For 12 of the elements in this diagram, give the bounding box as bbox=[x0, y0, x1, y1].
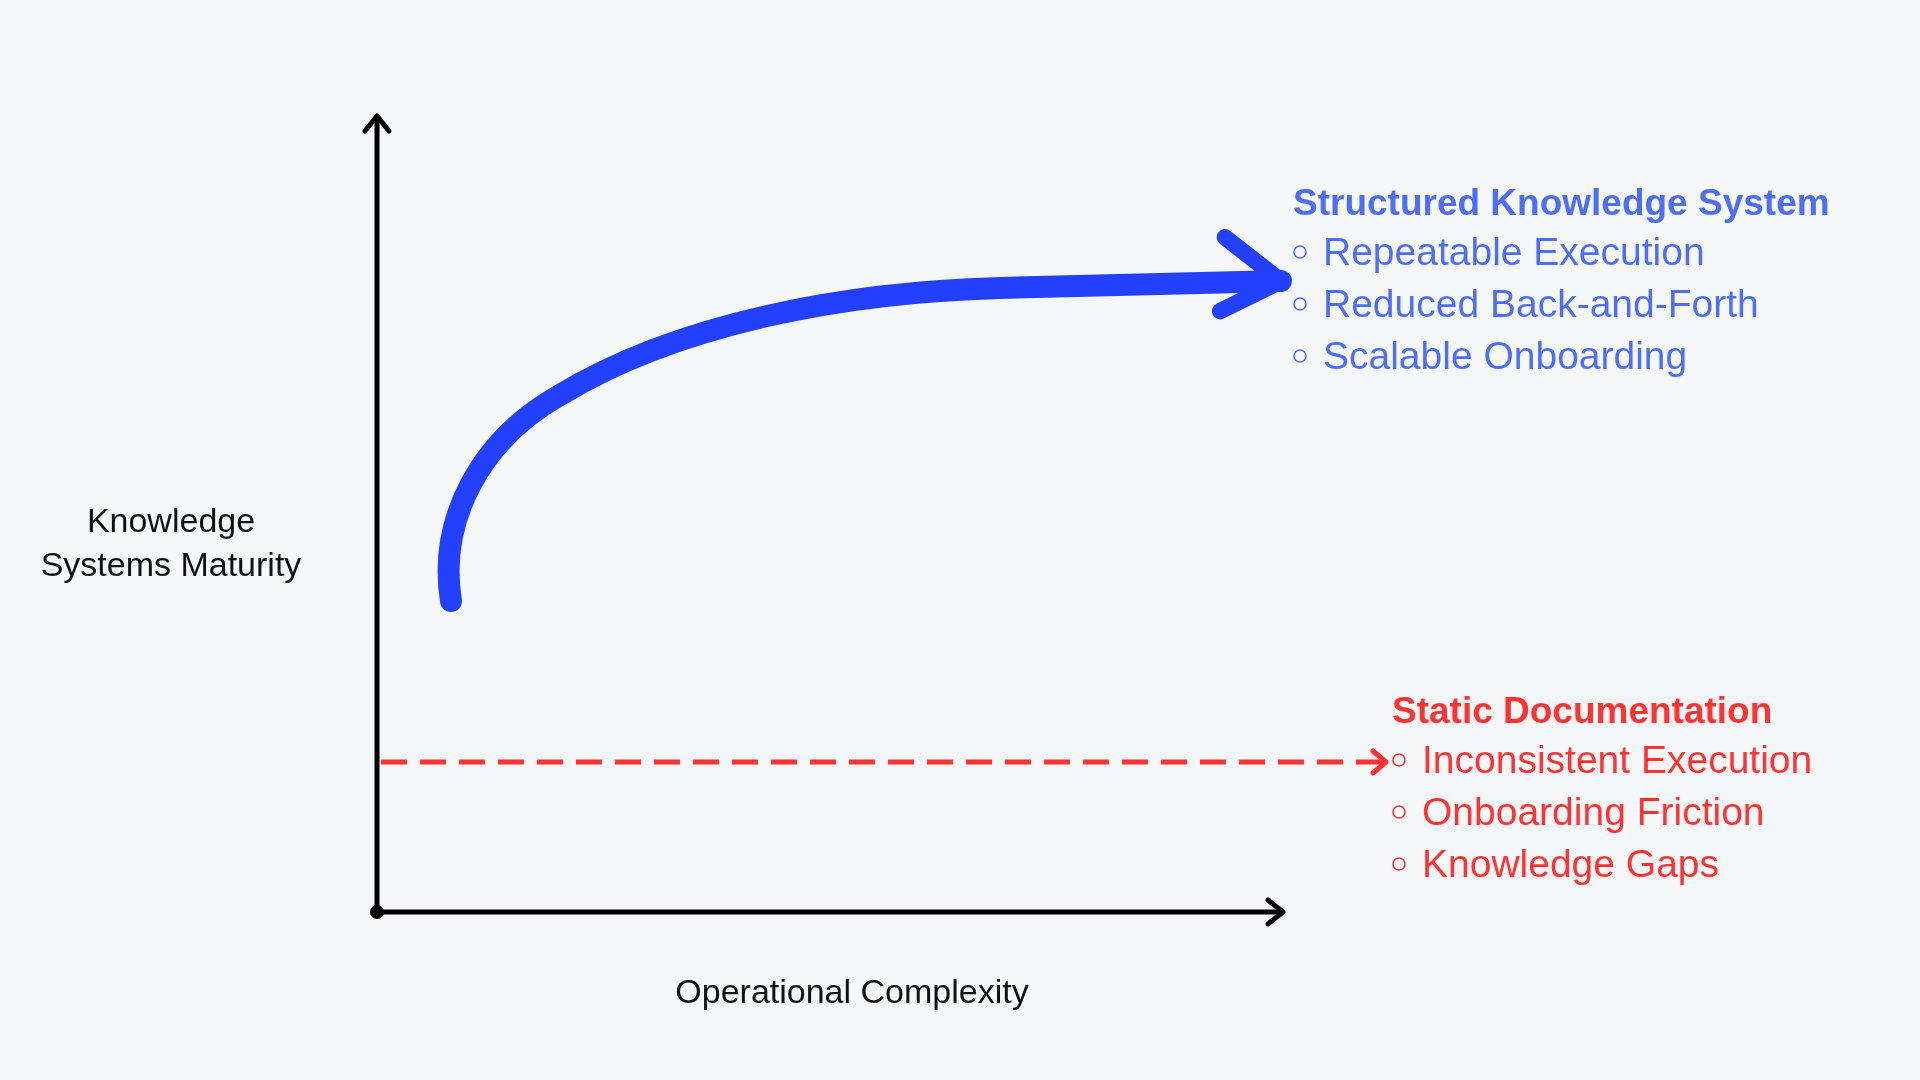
section-heading: Static Documentation bbox=[1392, 689, 1773, 733]
list-item: Scalable Onboarding bbox=[1323, 333, 1688, 379]
list-item: Onboarding Friction bbox=[1422, 789, 1765, 835]
list-item: Reduced Back-and-Forth bbox=[1323, 281, 1759, 327]
list-item: Repeatable Execution bbox=[1323, 229, 1705, 275]
y-axis-title: Knowledge Systems Maturity bbox=[39, 500, 303, 585]
curved-arrow bbox=[437, 229, 1292, 612]
list-item: Inconsistent Execution bbox=[1422, 737, 1813, 783]
x-axis-title: Operational Complexity bbox=[675, 971, 1029, 1012]
section-heading: Structured Knowledge System bbox=[1293, 181, 1830, 225]
list-item: Knowledge Gaps bbox=[1422, 841, 1720, 887]
dashed-arrow bbox=[381, 748, 1389, 776]
